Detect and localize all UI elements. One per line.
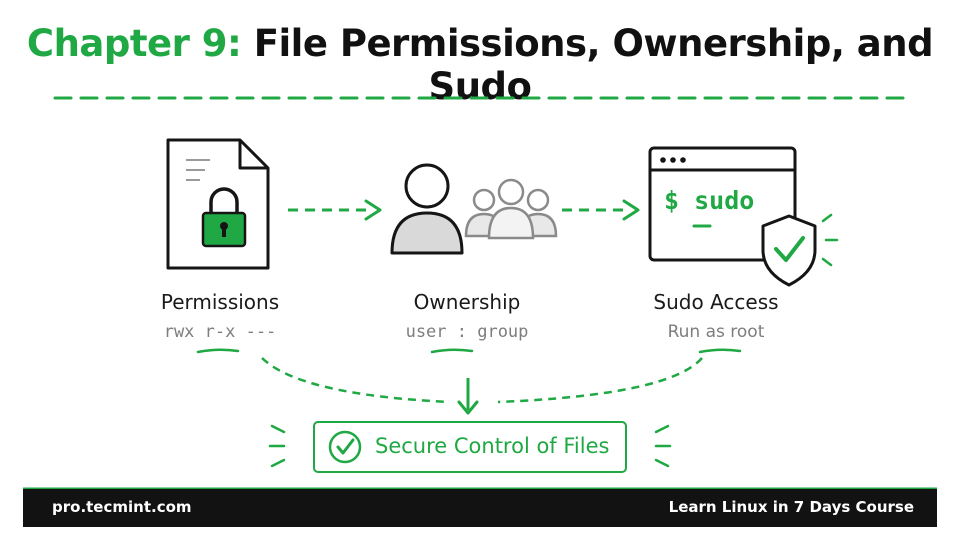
node-label-ownership: Ownership xyxy=(413,290,521,314)
node-sublabel-sudo: Run as root xyxy=(667,322,765,342)
node-label-sudo: Sudo Access xyxy=(653,290,779,314)
terminal-command: $ sudo xyxy=(664,186,755,215)
chapter-title: File Permissions, Ownership, and Sudo xyxy=(253,22,934,108)
users-icon xyxy=(390,163,558,255)
check-circle-icon xyxy=(328,430,362,464)
shield-check-icon xyxy=(761,213,839,287)
chapter-label: Chapter 9: xyxy=(26,22,242,65)
node-sublabel-permissions: rwx r-x --- xyxy=(163,322,277,342)
node-sublabel-ownership: user : group xyxy=(405,322,529,342)
node-label-permissions: Permissions xyxy=(160,290,280,314)
result-label: Secure Control of Files xyxy=(375,434,610,458)
terminal-window-icon xyxy=(648,146,797,262)
locked-file-icon xyxy=(166,138,270,270)
footer-course-name: Learn Linux in 7 Days Course xyxy=(668,498,914,516)
page-title: Chapter 9: File Permissions, Ownership, … xyxy=(0,22,960,108)
result-box xyxy=(313,421,627,473)
footer-bar xyxy=(23,489,937,527)
footer-site-link[interactable]: pro.tecmint.com xyxy=(52,498,192,516)
